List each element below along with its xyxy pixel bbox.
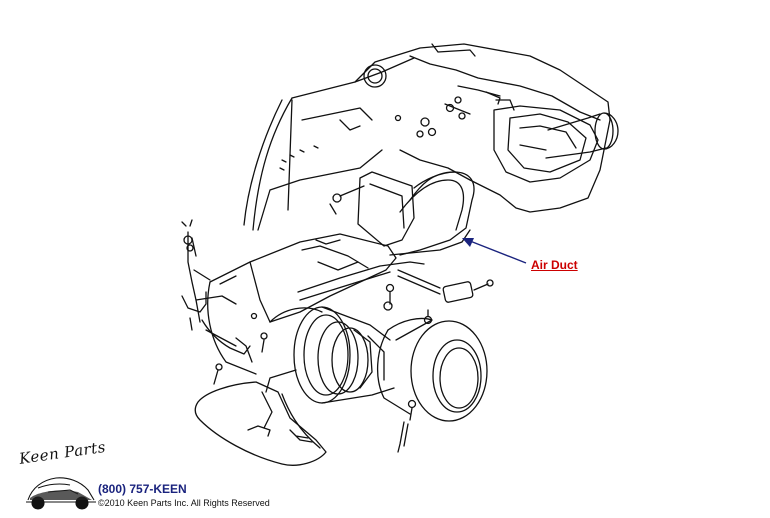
- blower-motor: [265, 306, 395, 404]
- keen-parts-logo: Keen Parts: [8, 438, 108, 514]
- firewall-panel: [243, 57, 415, 231]
- wiring-harness: [181, 219, 268, 385]
- copyright-text: ©2010 Keen Parts Inc. All Rights Reserve…: [98, 498, 270, 508]
- mounting-bracket: [329, 171, 415, 247]
- blower-resistor: [397, 269, 494, 303]
- footer-brand: Keen Parts (800) 757-KEEN ©2010 Keen Par…: [8, 438, 308, 514]
- lower-cover: [194, 381, 327, 466]
- air-duct: [389, 171, 475, 256]
- loose-fasteners: [250, 283, 433, 453]
- air-duct-callout-link[interactable]: Air Duct: [531, 258, 578, 272]
- heater-box: [354, 43, 611, 213]
- blower-housing: [207, 233, 425, 375]
- line-art: [181, 43, 619, 466]
- callout-arrow: [462, 238, 527, 264]
- phone-number[interactable]: (800) 757-KEEN: [98, 482, 187, 496]
- corvette-car-icon: [26, 477, 96, 510]
- outlet-pipe: [519, 112, 619, 159]
- hardware-cluster: [394, 91, 501, 138]
- blower-ring: [376, 317, 488, 422]
